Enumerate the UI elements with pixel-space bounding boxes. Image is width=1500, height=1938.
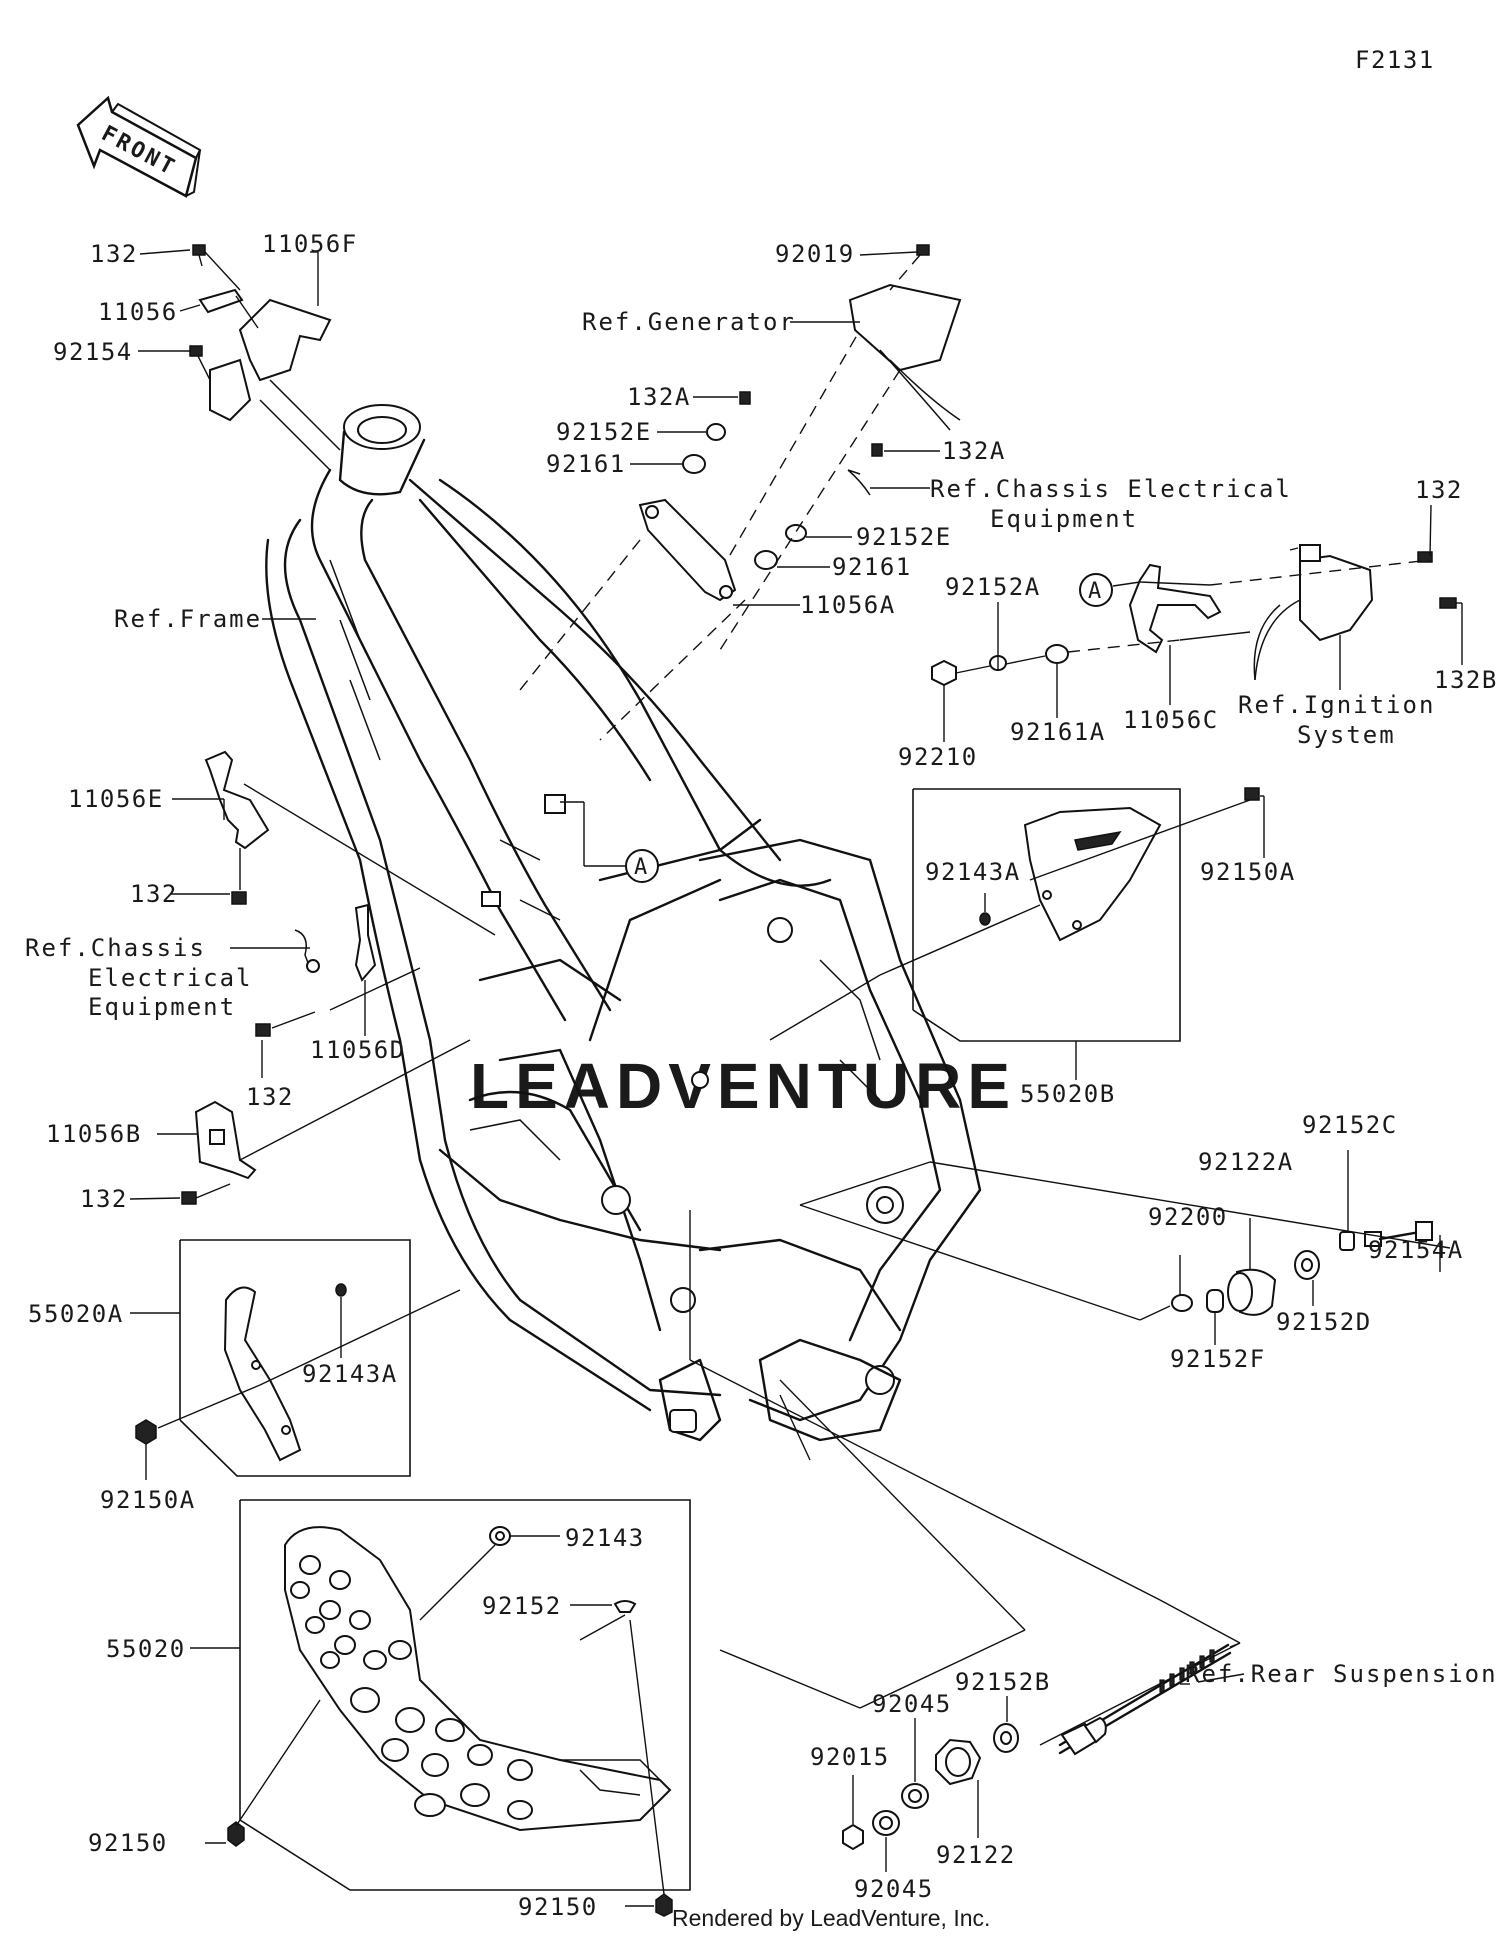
skid-plate-55020 [227, 1499, 691, 1917]
label-ref-generator: Ref.Generator [582, 308, 796, 336]
label-92154: 92154 [53, 338, 133, 366]
label-55020: 55020 [106, 1635, 186, 1663]
label-11056e: 11056E [68, 785, 164, 813]
guard-55020a [135, 1239, 411, 1477]
guard-55020b [912, 787, 1260, 1042]
pivot-shaft [842, 1643, 1232, 1851]
diagram-id: F2131 [1355, 46, 1435, 74]
generator-area [638, 244, 962, 602]
label-92143a-right: 92143A [925, 858, 1021, 886]
label-92200: 92200 [1148, 1203, 1228, 1231]
label-ref-frame: Ref.Frame [114, 605, 262, 633]
label-132b: 132B [1434, 666, 1498, 694]
label-11056b: 11056B [46, 1120, 142, 1148]
label-92150-left: 92150 [88, 1829, 168, 1857]
top-left-brackets [189, 244, 341, 471]
label-92152: 92152 [482, 1592, 562, 1620]
pivot-bearing-group [1171, 1221, 1433, 1316]
left-brackets [181, 750, 377, 1205]
label-132a: 132A [627, 383, 691, 411]
front-arrow-icon: FRONT [76, 95, 202, 198]
label-92150a-left: 92150A [100, 1486, 196, 1514]
footer-credit: Rendered by LeadVenture, Inc. [672, 1905, 990, 1931]
label-ref-chassis-left-2: Electrical [88, 964, 253, 992]
label-92152e: 92152E [556, 418, 652, 446]
label-92015: 92015 [810, 1743, 890, 1771]
label-92019: 92019 [775, 240, 855, 268]
label-132-left: 132 [130, 880, 178, 908]
label-ref-rear-suspension: Ref.Rear Suspension [1185, 1660, 1498, 1688]
label-92152a: 92152A [945, 573, 1041, 601]
label-92154a: 92154A [1368, 1236, 1464, 1264]
label-92152c: 92152C [1302, 1111, 1398, 1139]
label-ref-ignition-1: Ref.Ignition [1238, 691, 1435, 719]
label-132-low: 132 [80, 1185, 128, 1213]
label-92150-bottom: 92150 [518, 1893, 598, 1921]
label-92045-bottom: 92045 [854, 1875, 934, 1903]
label-92122a: 92122A [1198, 1148, 1294, 1176]
label-92152d: 92152D [1276, 1308, 1372, 1336]
label-132: 132 [90, 240, 138, 268]
label-92143a-left: 92143A [302, 1360, 398, 1388]
label-11056f: 11056F [262, 230, 358, 258]
label-92143: 92143 [565, 1524, 645, 1552]
label-ref-chassis-right-1: Ref.Chassis Electrical [930, 475, 1292, 503]
watermark-text: LEADVENTURE [470, 1050, 1016, 1122]
label-92210: 92210 [898, 743, 978, 771]
label-11056: 11056 [98, 298, 178, 326]
bolt-132-top [192, 244, 206, 267]
label-92152b: 92152B [955, 1668, 1051, 1696]
label-55020b: 55020B [1020, 1080, 1116, 1108]
label-ref-chassis-right-2: Equipment [990, 505, 1138, 533]
label-ref-chassis-left-1: Ref.Chassis [25, 934, 206, 962]
label-ref-ignition-2: System [1297, 721, 1396, 749]
label-ref-chassis-left-3: Equipment [88, 993, 236, 1021]
ignition-group: A [931, 544, 1457, 687]
label-11056c: 11056C [1123, 706, 1219, 734]
label-92161: 92161 [546, 450, 626, 478]
label-132a-right: 132A [942, 437, 1006, 465]
label-92045-top: 92045 [872, 1690, 952, 1718]
label-92161a: 92161A [1010, 718, 1106, 746]
part-labels: 132 11056F 11056 92154 92019 Ref.Generat… [25, 230, 1498, 1921]
label-55020a: 55020A [28, 1300, 124, 1328]
label-92122: 92122 [936, 1841, 1016, 1869]
label-11056a: 11056A [800, 591, 896, 619]
label-11056d: 11056D [310, 1036, 406, 1064]
label-92150a-right: 92150A [1200, 858, 1296, 886]
label-132-right: 132 [1415, 476, 1463, 504]
callout-a-right: A [1088, 579, 1102, 604]
label-92152f: 92152F [1170, 1345, 1266, 1373]
frame [265, 404, 982, 1442]
label-92152e-right: 92152E [856, 523, 952, 551]
label-92161-right: 92161 [832, 553, 912, 581]
label-132-mid: 132 [246, 1083, 294, 1111]
callout-a-frame: A [634, 855, 648, 880]
